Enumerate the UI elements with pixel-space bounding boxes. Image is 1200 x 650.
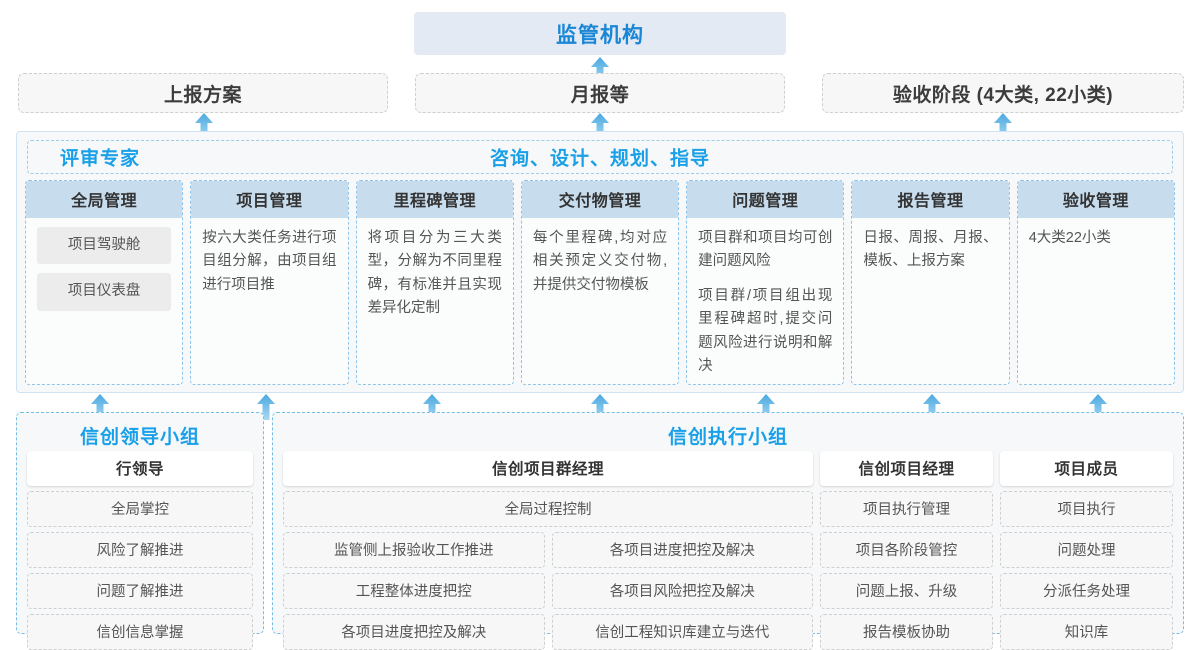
arrow-up-icon: [1089, 394, 1107, 420]
consultancy-label: 咨询、设计、规划、指导: [489, 148, 710, 170]
arrow-up-icon: [91, 394, 109, 420]
column-header: 里程碑管理: [356, 181, 513, 218]
column-header: 报告管理: [852, 181, 1009, 218]
arrow-up-icon: [257, 394, 275, 420]
execution-item[interactable]: 问题处理: [1000, 532, 1173, 568]
execution-group-panel: 信创执行小组 信创项目群经理 全局过程控制 监管侧上报验收工作推进 工程整体进度…: [272, 412, 1184, 650]
execution-item[interactable]: 各项目风险把控及解决: [551, 573, 813, 609]
report-box-plan: 上报方案: [18, 73, 388, 113]
management-column[interactable]: 全局管理 项目驾驶舱 项目仪表盘: [25, 180, 184, 385]
arrow-up-icon: [757, 394, 775, 420]
execution-item[interactable]: 知识库: [1000, 614, 1173, 650]
execution-item[interactable]: 项目各阶段管控: [820, 532, 993, 568]
arrow-up-icon: [423, 394, 441, 420]
execution-item[interactable]: 问题上报、升级: [820, 573, 993, 609]
management-column[interactable]: 交付物管理 每个里程碑,均对应相关预定义交付物,并提供交付物模板: [520, 180, 680, 385]
leadership-item[interactable]: 问题了解推进: [27, 573, 253, 609]
column-body: 项目驾驶舱 项目仪表盘: [26, 218, 182, 384]
execution-item[interactable]: 各项目进度把控及解决: [551, 532, 813, 568]
execution-item[interactable]: 各项目进度把控及解决: [283, 614, 545, 650]
execution-item[interactable]: 项目执行: [1000, 491, 1173, 527]
leadership-group-panel: 信创领导小组 行领导 全局掌控 风险了解推进 问题了解推进 信创信息掌握: [16, 412, 264, 650]
column-paragraph: 项目群和项目均可创建问题风险: [698, 230, 833, 270]
execution-item[interactable]: 监管侧上报验收工作推进: [283, 532, 545, 568]
leadership-head: 行领导: [27, 451, 253, 486]
management-column[interactable]: 项目管理 按六大类任务进行项目组分解，由项目组进行项目推: [190, 180, 349, 385]
column-body: 4大类22小类: [1018, 218, 1174, 384]
leadership-group-title: 信创领导小组: [79, 427, 200, 448]
arrow-up-icon: [923, 394, 941, 420]
column-paragraph: 4大类22小类: [1028, 230, 1111, 246]
review-experts-label: 评审专家: [60, 148, 141, 170]
column-body: 按六大类任务进行项目组分解，由项目组进行项目推: [191, 218, 347, 384]
execution-subcolumns: 监管侧上报验收工作推进 工程整体进度把控 各项目进度把控及解决 各项目进度把控及…: [283, 532, 813, 650]
execution-columns: 信创项目群经理 全局过程控制 监管侧上报验收工作推进 工程整体进度把控 各项目进…: [283, 451, 1173, 650]
consultancy-banner: 评审专家 咨询、设计、规划、指导: [27, 140, 1173, 174]
execution-col-head: 信创项目经理: [820, 451, 993, 486]
column-paragraph: 将项目分为三大类型，分解为不同里程碑，有标准并且实现差异化定制: [367, 230, 502, 317]
management-column[interactable]: 报告管理 日报、周报、月报、模板、上报方案: [851, 180, 1010, 385]
arrow-up-icon: [591, 57, 609, 83]
report-box-monthly: 月报等: [415, 73, 785, 113]
column-body: 日报、周报、月报、模板、上报方案: [852, 218, 1008, 384]
column-header: 验收管理: [1017, 181, 1174, 218]
column-header: 项目管理: [191, 181, 348, 218]
execution-item[interactable]: 分派任务处理: [1000, 573, 1173, 609]
execution-item[interactable]: 报告模板协助: [820, 614, 993, 650]
column-body: 每个里程碑,均对应相关预定义交付物,并提供交付物模板: [522, 218, 678, 384]
execution-item[interactable]: 工程整体进度把控: [283, 573, 545, 609]
execution-group-title: 信创执行小组: [667, 427, 788, 448]
management-columns: 全局管理 项目驾驶舱 项目仪表盘 项目管理 按六大类任务进行项目组分解，由项目组…: [25, 180, 1175, 385]
management-column[interactable]: 问题管理 项目群和项目均可创建问题风险 项目群/项目组出现里程碑超时,提交问题风…: [686, 180, 845, 385]
column-body: 将项目分为三大类型，分解为不同里程碑，有标准并且实现差异化定制: [357, 218, 513, 384]
execution-column-program-manager: 信创项目群经理 全局过程控制 监管侧上报验收工作推进 工程整体进度把控 各项目进…: [283, 451, 813, 650]
leadership-item[interactable]: 风险了解推进: [27, 532, 253, 568]
report-box-acceptance: 验收阶段 (4大类, 22小类): [822, 73, 1184, 113]
arrow-up-icon: [195, 113, 213, 139]
column-header: 全局管理: [26, 181, 183, 218]
execution-subcolumn-right: 各项目进度把控及解决 各项目风险把控及解决 信创工程知识库建立与迭代: [551, 532, 813, 650]
execution-column-project-manager: 信创项目经理 项目执行管理 项目各阶段管控 问题上报、升级 报告模板协助: [820, 451, 993, 650]
pill-item[interactable]: 项目驾驶舱: [37, 227, 172, 265]
management-column[interactable]: 里程碑管理 将项目分为三大类型，分解为不同里程碑，有标准并且实现差异化定制: [355, 180, 514, 385]
execution-column-project-members: 项目成员 项目执行 问题处理 分派任务处理 知识库: [1000, 451, 1173, 650]
execution-item[interactable]: 项目执行管理: [820, 491, 993, 527]
execution-item-wide[interactable]: 全局过程控制: [283, 491, 813, 527]
execution-item[interactable]: 信创工程知识库建立与迭代: [551, 614, 813, 650]
arrow-up-icon: [591, 113, 609, 139]
execution-col-head: 信创项目群经理: [283, 451, 813, 486]
column-paragraph: 项目群/项目组出现里程碑超时,提交问题风险进行说明和解决: [698, 287, 833, 375]
leadership-item[interactable]: 信创信息掌握: [27, 614, 253, 650]
leadership-items: 行领导 全局掌控 风险了解推进 问题了解推进 信创信息掌握: [27, 451, 253, 650]
execution-subcolumn-left: 监管侧上报验收工作推进 工程整体进度把控 各项目进度把控及解决: [283, 532, 545, 650]
regulator-box: 监管机构: [414, 12, 786, 55]
pill-item[interactable]: 项目仪表盘: [37, 273, 172, 311]
consultancy-panel: 评审专家 咨询、设计、规划、指导 全局管理 项目驾驶舱 项目仪表盘 项目管理 按…: [16, 131, 1184, 393]
arrow-up-icon: [591, 394, 609, 420]
management-column[interactable]: 验收管理 4大类22小类: [1016, 180, 1175, 385]
arrow-up-icon: [994, 113, 1012, 139]
execution-col-head: 项目成员: [1000, 451, 1173, 486]
column-header: 问题管理: [687, 181, 844, 218]
leadership-item[interactable]: 全局掌控: [27, 491, 253, 527]
column-body: 项目群和项目均可创建问题风险 项目群/项目组出现里程碑超时,提交问题风险进行说明…: [687, 218, 843, 384]
column-paragraph: 按六大类任务进行项目组分解，由项目组进行项目推: [202, 230, 337, 293]
column-paragraph: 每个里程碑,均对应相关预定义交付物,并提供交付物模板: [532, 230, 668, 293]
column-header: 交付物管理: [521, 181, 679, 218]
column-paragraph: 日报、周报、月报、模板、上报方案: [863, 230, 998, 270]
